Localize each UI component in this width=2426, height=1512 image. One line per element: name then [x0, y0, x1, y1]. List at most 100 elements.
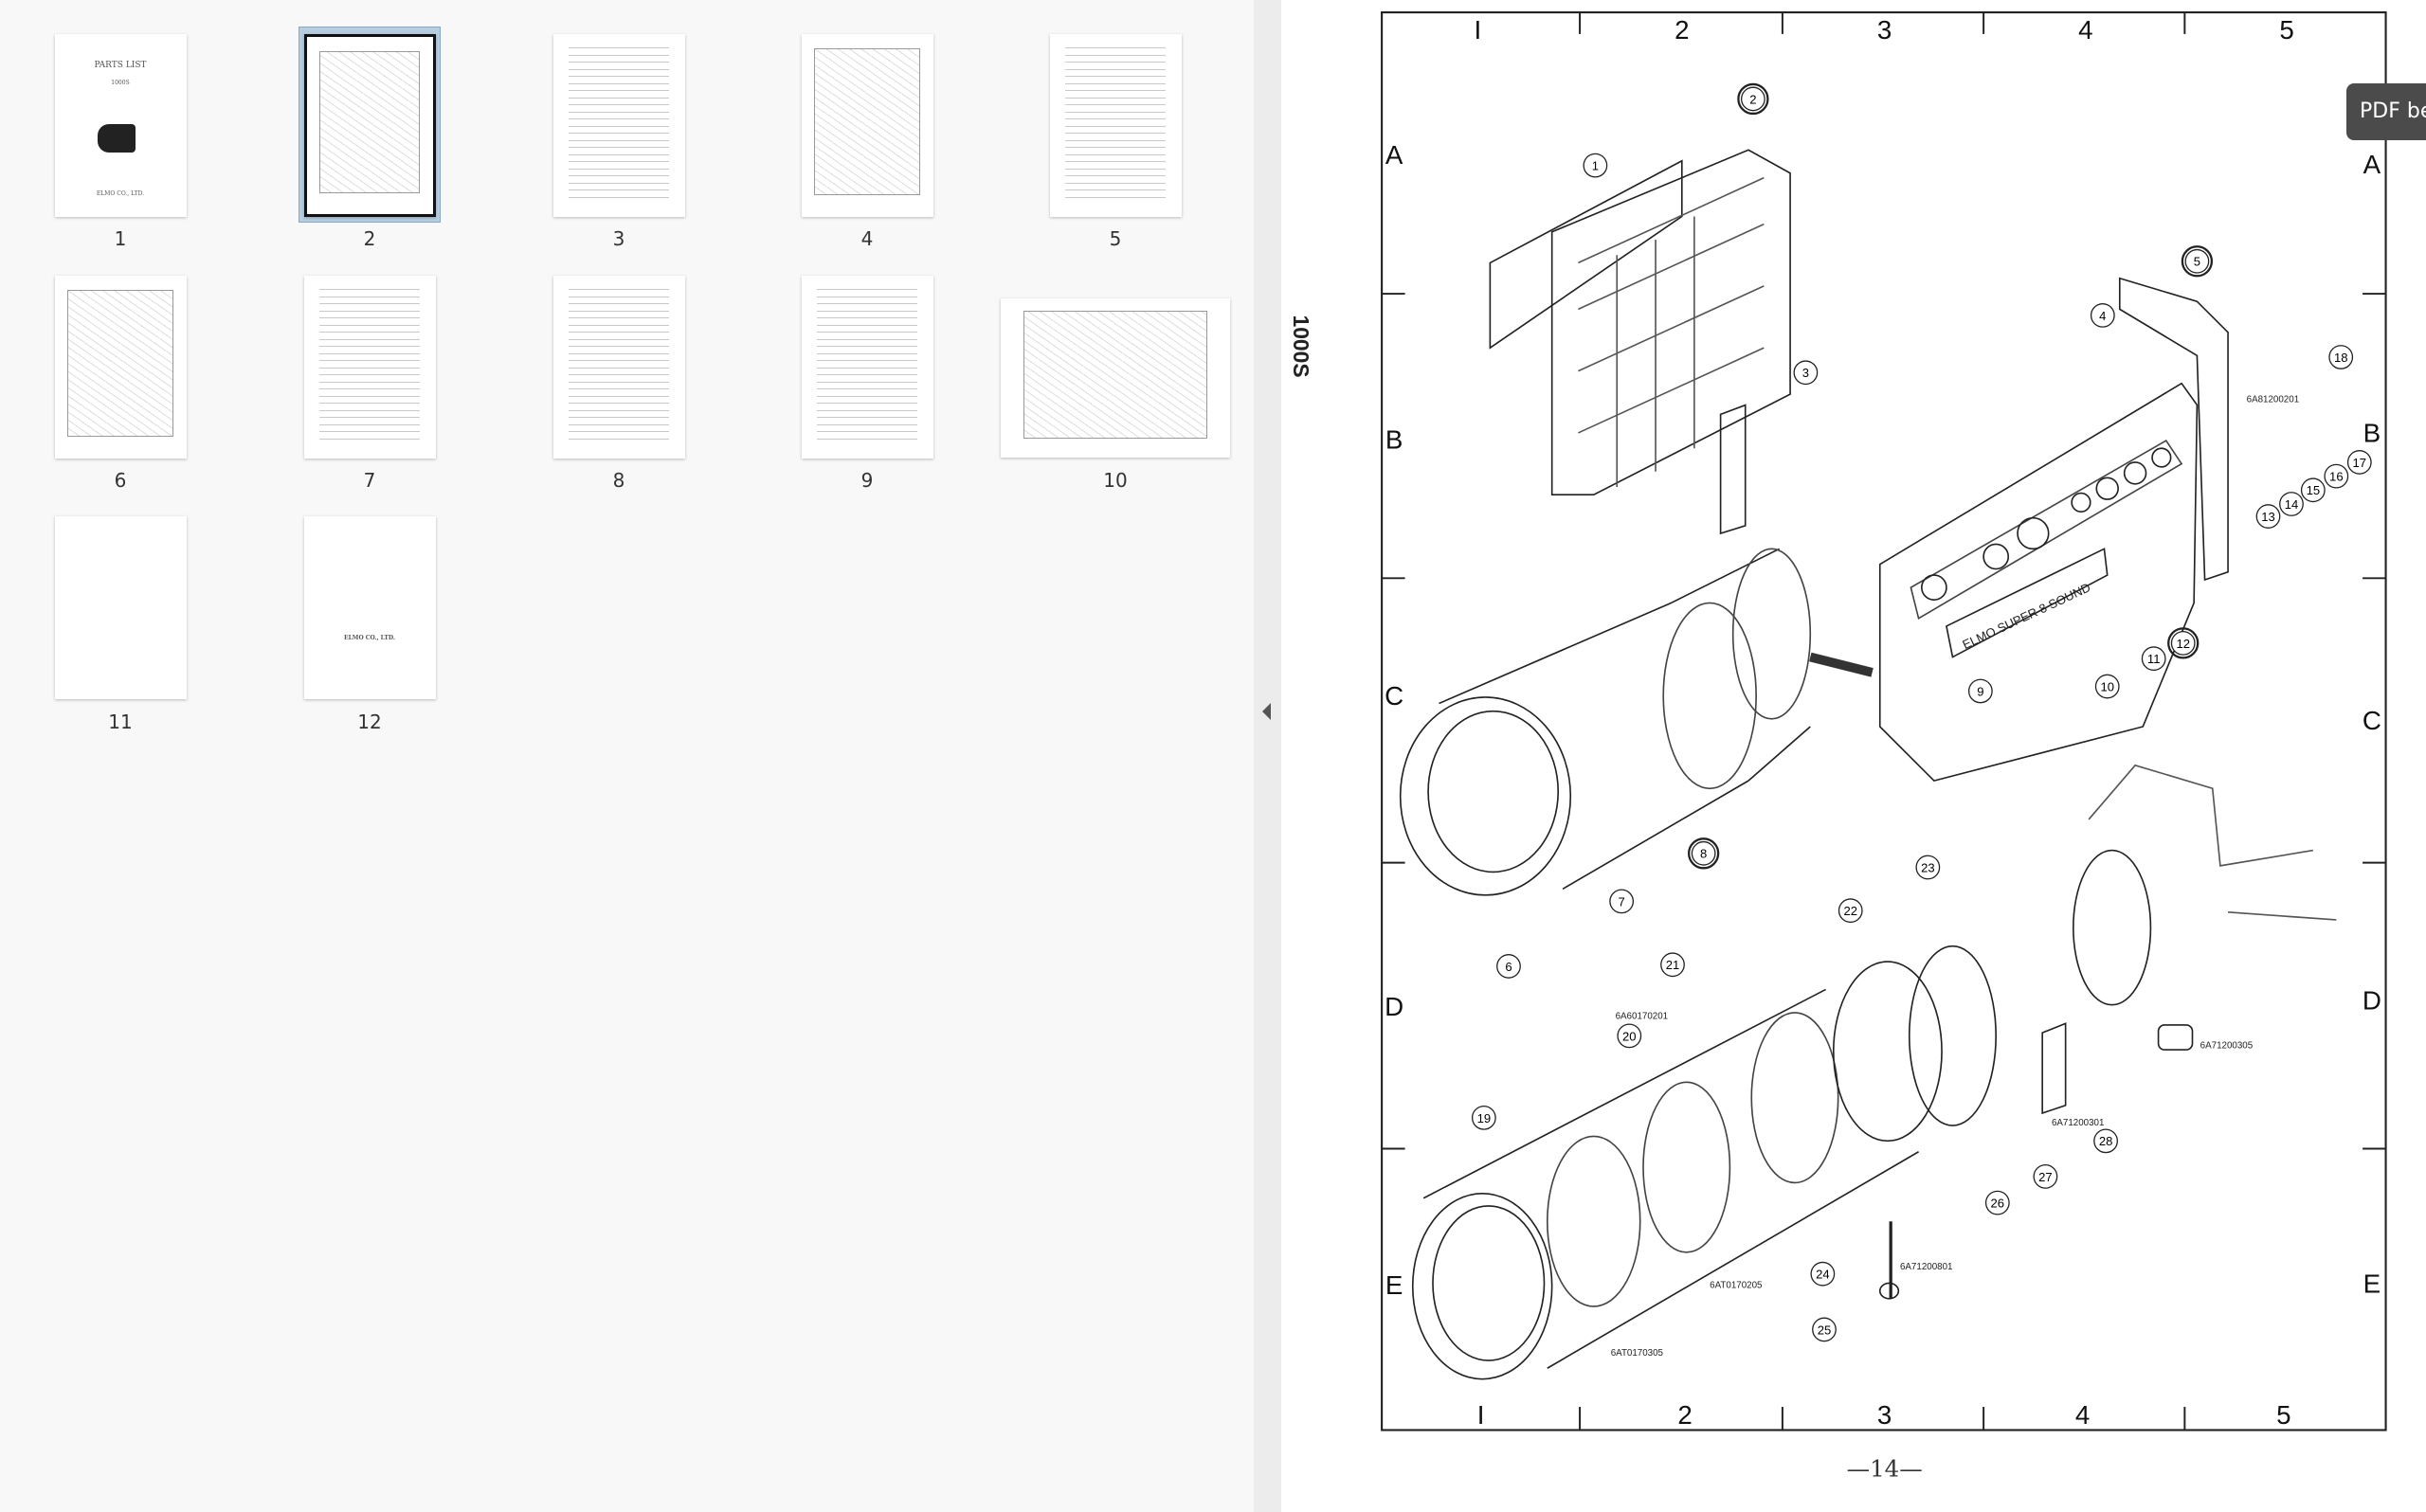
callout-23: 23 [1915, 855, 1941, 880]
thumb-line [569, 90, 669, 91]
thumb-drawing [1023, 311, 1207, 439]
thumb-line [817, 346, 917, 347]
thumb-line [569, 360, 669, 361]
thumb-line [817, 360, 917, 361]
row-label: A [2363, 150, 2381, 179]
callout-16: 16 [2324, 463, 2349, 489]
page-thumbnail-11[interactable] [54, 516, 187, 699]
thumb-line [1065, 196, 1166, 198]
part-code: 6A71200305 [2200, 1040, 2254, 1051]
thumb-line [569, 47, 669, 48]
callout-number: 22 [1843, 904, 1857, 918]
callout-circle [1609, 889, 1635, 914]
thumb-line [1065, 76, 1166, 77]
callout-circle [1915, 855, 1941, 880]
part-back-cover [1550, 149, 1791, 496]
callout-number: 21 [1666, 958, 1680, 972]
thumb-line [569, 409, 669, 411]
thumb-line [569, 352, 669, 354]
thumb-line [569, 332, 669, 333]
thumb-line [569, 139, 669, 141]
part-code: 6A81200201 [2247, 394, 2299, 405]
collapse-arrow-icon[interactable] [1262, 703, 1271, 720]
callout-number: 14 [2285, 497, 2299, 512]
page-thumbnail-3[interactable] [552, 34, 685, 217]
thumb-line [569, 76, 669, 77]
part-code: 6AT0170305 [1611, 1348, 1664, 1359]
lens-hood [1399, 696, 1572, 896]
thumb-line [817, 338, 917, 340]
page-thumbnail-5[interactable] [1049, 34, 1182, 217]
thumb-line [569, 54, 669, 56]
row-label: D [1385, 992, 1403, 1021]
thumb-line [569, 182, 669, 184]
page-thumbnail-2[interactable] [303, 34, 436, 217]
nameplate: ELMO SUPER 8 SOUND [1960, 580, 2092, 652]
callout-circle [1740, 86, 1765, 112]
page-thumbnail-label: 6 [114, 469, 127, 492]
page-thumbnail-8[interactable] [552, 276, 685, 459]
thumb-line [1065, 133, 1166, 134]
callout-20: 20 [1617, 1023, 1642, 1049]
thumb-drawing [67, 290, 173, 437]
callout-1: 1 [1583, 153, 1608, 178]
page-thumbnail-6[interactable] [54, 276, 187, 459]
panel-splitter[interactable] [1254, 0, 1281, 1512]
callout-number: 23 [1921, 860, 1935, 874]
thumb-line [817, 303, 917, 304]
thumb-line [569, 161, 669, 162]
column-label: I [1474, 15, 1481, 45]
callout-number: 5 [2194, 255, 2200, 269]
page-thumbnail-9[interactable] [801, 276, 933, 459]
page-thumbnail-label: 3 [612, 227, 625, 250]
thumb-line [817, 317, 917, 318]
page-thumbnail-label: 12 [357, 711, 382, 733]
callout-number: 17 [2353, 456, 2367, 470]
page-thumbnail-4[interactable] [801, 34, 933, 217]
part-27 [2041, 1022, 2067, 1115]
thumb-line [817, 395, 917, 397]
column-label: 4 [2078, 15, 2092, 45]
thumb-line [1065, 68, 1166, 70]
mount-plate [2072, 849, 2152, 1006]
callout-circle [1496, 954, 1521, 979]
thumb-line [569, 395, 669, 397]
callout-number: 12 [2176, 637, 2190, 651]
thumb-line [569, 111, 669, 113]
thumb-line [817, 417, 917, 418]
part-code-layer: 6A812002016A601702016A712003056A71200301… [1611, 394, 2299, 1359]
row-label: C [2363, 706, 2381, 735]
callout-6: 6 [1496, 954, 1521, 979]
thumb-line [319, 310, 420, 312]
thumb-text: ELMO CO., LTD. [96, 190, 145, 197]
row-label: B [2363, 419, 2381, 448]
thumb-line [319, 403, 420, 404]
thumb-line [319, 360, 420, 361]
callout-number: 20 [1622, 1029, 1637, 1043]
thumb-line [319, 388, 420, 389]
thumb-line [817, 381, 917, 383]
thumb-line [1065, 47, 1166, 48]
callout-circle [2300, 477, 2326, 503]
thumb-text: PARTS LIST [94, 61, 147, 70]
part-22 [1832, 961, 1943, 1143]
callout-26: 26 [1984, 1190, 2010, 1215]
column-label: I [1477, 1400, 1485, 1430]
thumb-line [569, 118, 669, 119]
thumb-line [569, 324, 669, 326]
thumb-line [319, 423, 420, 425]
callout-3: 3 [1793, 360, 1819, 386]
callout-circle [2328, 345, 2354, 369]
thumb-line [1065, 189, 1166, 190]
callout-2: 2 [1737, 82, 1769, 116]
page-thumbnail-7[interactable] [303, 276, 436, 459]
callout-number: 1 [1592, 159, 1599, 173]
callout-number: 15 [2307, 483, 2321, 497]
page-thumbnail-12[interactable]: ELMO CO., LTD. [303, 516, 436, 699]
part-3 [1719, 404, 1747, 535]
page-thumbnail-10[interactable] [1001, 298, 1230, 458]
page-thumbnail-label: 11 [108, 711, 133, 733]
callout-circle [1838, 898, 1863, 924]
drawing-border [1381, 10, 2387, 1431]
